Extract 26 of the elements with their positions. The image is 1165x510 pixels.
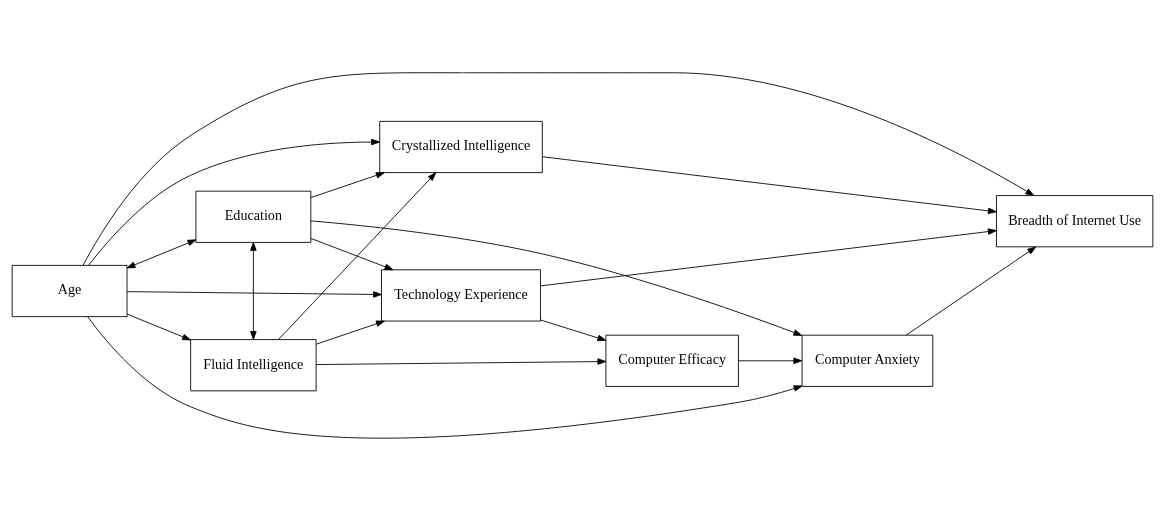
node-box: Breadth of Internet Use — [996, 194, 1154, 247]
node-box: Education — [195, 190, 312, 243]
arrow — [250, 241, 257, 340]
arrow — [315, 357, 607, 365]
arrow — [540, 319, 607, 341]
arrow — [738, 357, 803, 364]
arrow — [542, 155, 997, 214]
arrow — [315, 320, 385, 345]
arrow — [540, 227, 997, 286]
arrow — [88, 138, 380, 266]
node-box: Age — [11, 264, 128, 317]
arrow — [310, 219, 803, 336]
arrow — [87, 315, 803, 439]
arrow — [126, 238, 197, 268]
arrow — [310, 237, 394, 270]
arrow — [310, 171, 385, 198]
node-box: Computer Efficacy — [605, 334, 739, 387]
node-box: Technology Experience — [381, 268, 541, 321]
arrow — [278, 171, 437, 340]
node-box: Crystallized Intelligence — [379, 120, 543, 173]
arrow — [82, 71, 1035, 266]
node-box: Fluid Intelligence — [190, 338, 317, 391]
arrow — [126, 313, 191, 340]
node-box: Computer Anxiety — [801, 334, 934, 387]
arrow — [905, 246, 1037, 335]
arrow — [126, 290, 382, 298]
